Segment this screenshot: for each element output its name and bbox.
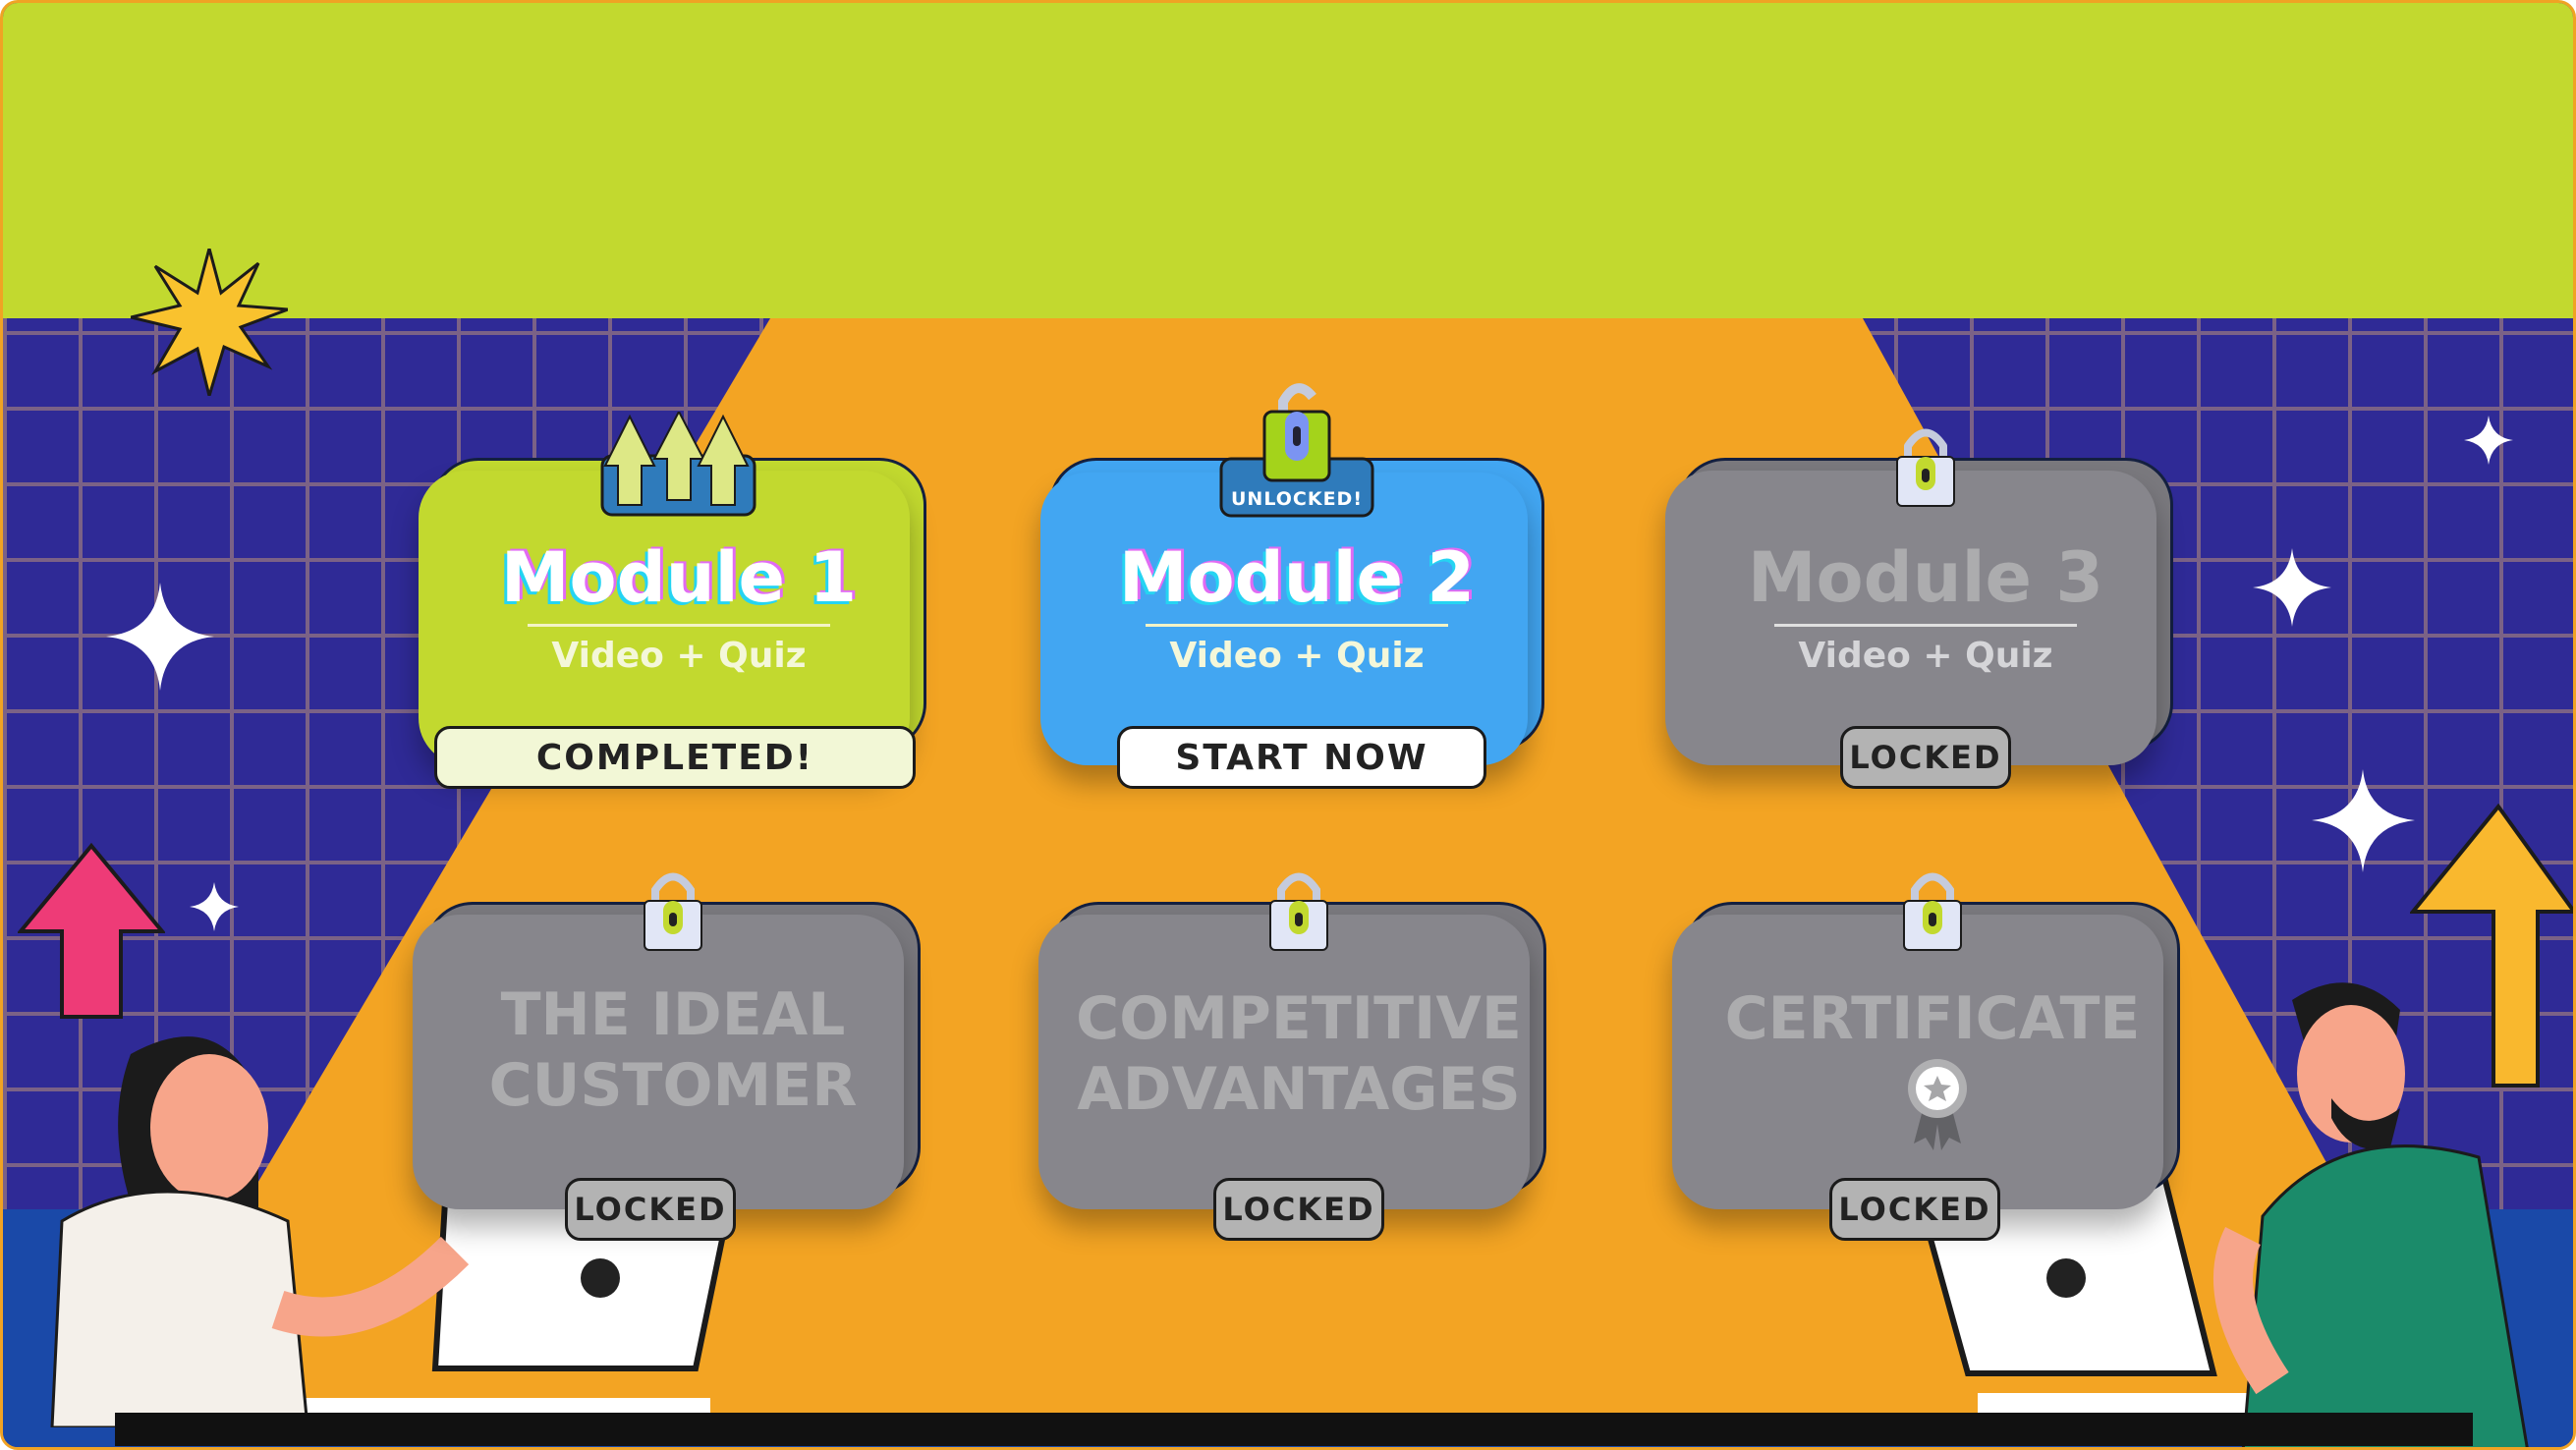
locked-badge: LOCKED [565,1178,736,1241]
locked-badge: LOCKED [1840,726,2011,789]
arrows-up-badge-icon [600,412,756,517]
padlock-icon [1903,872,1962,951]
module-title: Module 3 [1747,537,2104,618]
sparkle-icon [2253,548,2331,627]
arrow-up-icon [2410,804,2573,1088]
starburst-icon [131,249,288,396]
padlock-icon [1269,872,1328,951]
divider [1146,624,1448,627]
award-ribbon-icon [1908,1059,1967,1150]
completed-button[interactable]: COMPLETED! [434,726,916,789]
module-title: Module 2 [1118,537,1476,618]
sparkle-icon [2312,769,2415,872]
desk-edge [115,1413,2473,1446]
module-subtitle: Video + Quiz [1798,636,2053,676]
locked-badge: LOCKED [1829,1178,2000,1241]
module-title: CERTIFICATE [1724,984,2141,1053]
padlock-icon [1896,428,1955,507]
certificate-card: CERTIFICATE LOCKED [1672,872,2180,1241]
module-title-line1: THE IDEAL [500,980,846,1049]
divider [1774,624,2077,627]
locked-badge: LOCKED [1213,1178,1384,1241]
divider [528,624,830,627]
sparkle-icon [190,882,239,931]
sparkle-icon [106,583,214,691]
start-now-button[interactable]: START NOW [1117,726,1486,789]
module-subtitle: Video + Quiz [1169,636,1425,676]
module-title: Module 1 [500,537,858,618]
module-2-card[interactable]: UNLOCKED! Module 2 Video + Quiz START NO… [1040,383,1544,789]
competitive-advantages-card: COMPETITIVE ADVANTAGES LOCKED [1038,872,1546,1241]
sparkle-icon [2464,416,2513,465]
ideal-customer-card: THE IDEAL CUSTOMER LOCKED [413,872,921,1241]
padlock-icon [644,872,702,951]
unlocked-badge: UNLOCKED! [1231,488,1363,510]
module-title-line2: ADVANTAGES [1077,1055,1521,1124]
module-title-line1: COMPETITIVE [1076,984,1522,1053]
arrow-up-icon [18,843,165,1019]
module-3-card: Module 3 Video + Quiz LOCKED [1665,428,2173,789]
module-title-line2: CUSTOMER [488,1051,858,1120]
header-band [3,3,2573,318]
module-1-card[interactable]: Module 1 Video + Quiz COMPLETED! [419,412,926,789]
unlocked-padlock-icon [1219,383,1374,518]
module-subtitle: Video + Quiz [551,636,807,676]
woman-at-computer-illustration [50,1036,734,1427]
